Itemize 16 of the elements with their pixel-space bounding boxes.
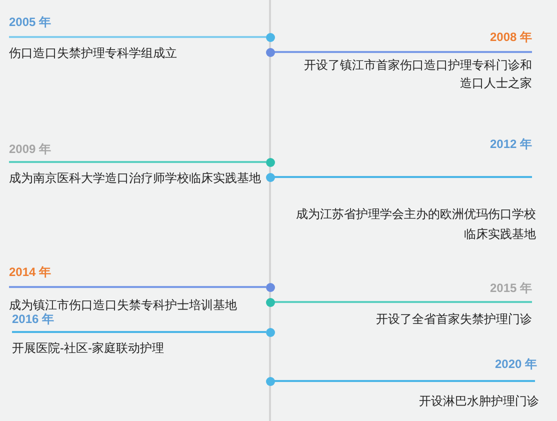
event-description: 成为南京医科大学造口治疗师学校临床实践基地 [9, 170, 261, 186]
event-description: 开设了镇江市首家伤口造口护理专科门诊和造口人士之家 [303, 57, 532, 92]
year-heading: 2009 年 [9, 141, 52, 157]
year-heading: 2005 年 [9, 14, 52, 30]
year-heading: 2016 年 [12, 311, 54, 327]
year-heading: 2012 年 [490, 136, 532, 152]
event-description: 伤口造口失禁护理专科学组成立 [9, 45, 177, 61]
year-heading: 2014 年 [9, 264, 52, 280]
event-description: 开设了全省首家失禁护理门诊 [376, 311, 532, 327]
year-heading: 2015 年 [490, 280, 532, 296]
year-heading: 2008 年 [490, 29, 532, 45]
event-description: 成为江苏省护理学会主办的欧洲优玛伤口学校临床实践基地 [295, 206, 536, 243]
event-description: 开设淋巴水肿护理门诊 [419, 393, 539, 409]
event-description: 成为镇江市伤口造口失禁专科护士培训基地 [9, 297, 237, 313]
event-description: 开展医院-社区-家庭联动护理 [12, 340, 164, 356]
year-heading: 2020 年 [494, 356, 537, 372]
